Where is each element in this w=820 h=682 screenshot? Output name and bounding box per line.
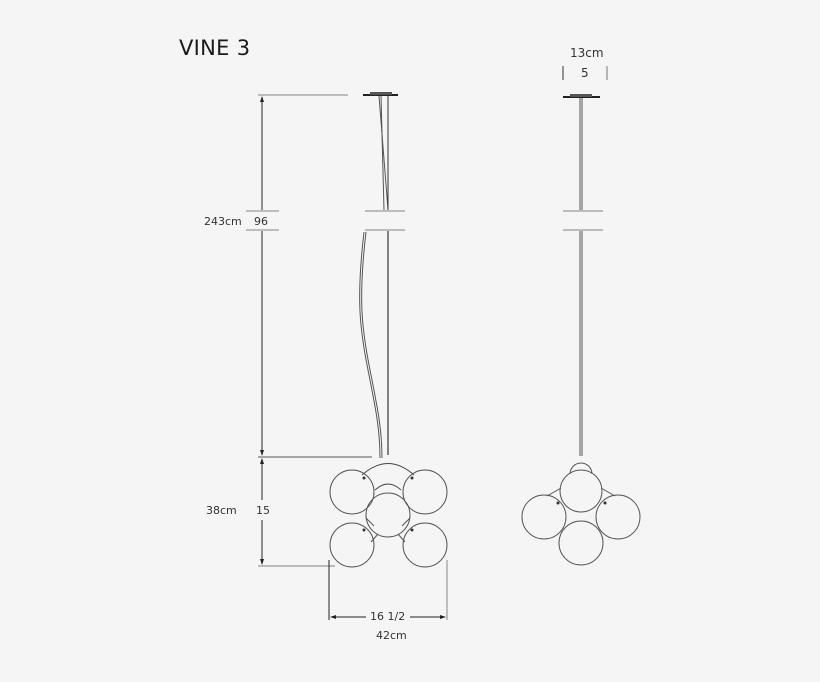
fixture-width-in: 16 1/2 [370,610,406,623]
fixture-height-in: 15 [256,504,270,517]
side-view [246,92,448,620]
product-title: VINE 3 [179,36,251,60]
canopy-width-cm: 13cm [570,46,604,60]
overall-height-cm: 243cm [204,215,242,228]
canopy-width-in: 5 [581,66,589,80]
fixture-width-cm: 42cm [376,629,407,642]
fixture-height-cm: 38cm [206,504,237,517]
front-view [521,66,641,566]
overall-height-in: 96 [254,215,268,228]
